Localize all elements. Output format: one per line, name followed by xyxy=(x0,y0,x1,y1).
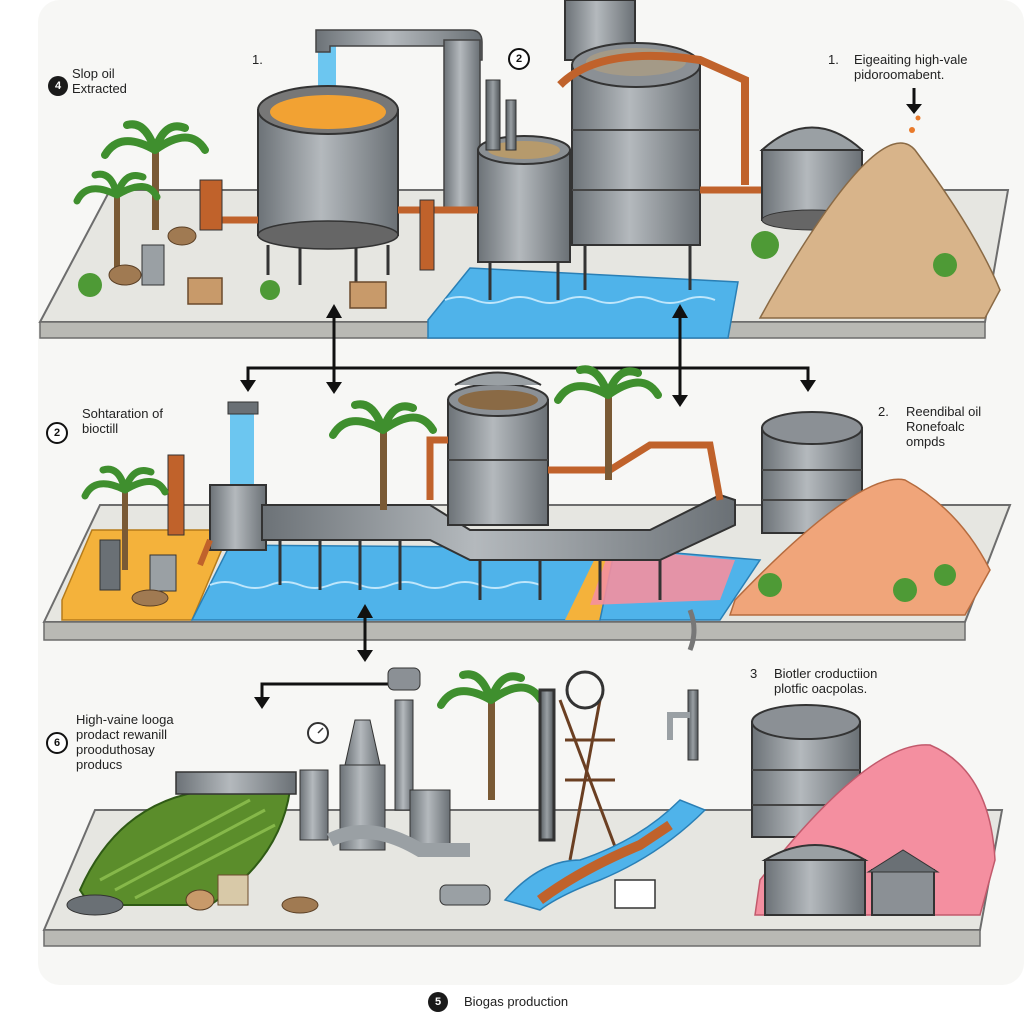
label-line: prodact rewanill xyxy=(76,727,168,742)
label-line: Reendibal oil xyxy=(906,404,982,419)
step-badge: 4 xyxy=(48,76,68,96)
flow-arrows-middle xyxy=(254,604,390,709)
footer-label: Biogas production xyxy=(464,994,569,1009)
step-number: 1. xyxy=(828,52,839,67)
bottom-left-label: High-vaine looga prodact rewanill proodu… xyxy=(76,712,174,772)
label-line: plotfic oacpolas. xyxy=(774,681,868,696)
tank-icon xyxy=(447,371,549,526)
label-line: Biotler croductiion xyxy=(774,666,878,681)
label-line: pidoroomabent. xyxy=(854,67,945,82)
middle-right-label: Reendibal oil Ronefoalc ompds xyxy=(906,404,981,449)
palm-tree-icon xyxy=(329,400,437,510)
step-badge: 6 xyxy=(46,732,68,754)
label-line: ompds xyxy=(906,434,946,449)
salmon-pile xyxy=(728,478,991,616)
bottom-water xyxy=(503,799,707,911)
label-line: Eigeaiting high-vale xyxy=(854,52,968,67)
bottom-panel xyxy=(42,609,1004,947)
label-line: Slop oil xyxy=(72,66,115,81)
tank-icon xyxy=(761,844,869,916)
step-number: 1. xyxy=(252,52,263,67)
water-pour-middle xyxy=(230,410,254,490)
arrow-left-icon xyxy=(260,682,390,700)
tank-icon xyxy=(759,126,865,231)
pipe-icon xyxy=(175,771,297,795)
pink-slurry xyxy=(590,548,735,605)
tank-icon xyxy=(257,85,399,285)
label-line: producs xyxy=(76,757,123,772)
palm-tree-icon xyxy=(81,465,169,570)
palm-tree-icon xyxy=(73,170,161,270)
top-panel xyxy=(38,0,1010,339)
top-left-label: Slop oil Extracted xyxy=(72,66,127,96)
step-number: 2. xyxy=(878,404,889,419)
label-line: Extracted xyxy=(72,81,127,96)
vertical-pipe xyxy=(443,39,481,211)
palm-tree-icon xyxy=(554,365,662,480)
step-badge: 2 xyxy=(508,48,530,70)
top-water xyxy=(427,267,739,339)
label-line: bioctill xyxy=(82,421,119,436)
top-right-label: Eigeaiting high-vale pidoroomabent. xyxy=(854,52,967,82)
palm-tree-icon xyxy=(437,670,545,800)
flow-arrows-top xyxy=(240,304,816,407)
label-line: Ronefoalc xyxy=(906,419,965,434)
pipe-icon xyxy=(557,51,749,185)
tank-icon xyxy=(477,79,571,300)
middle-panel xyxy=(42,365,1012,641)
overhead-pipe xyxy=(315,29,483,61)
label-line: prooduthosay xyxy=(76,742,155,757)
step-number: 3 xyxy=(750,666,758,681)
bottom-right-label: Biotler croductiion plotfic oacpolas. xyxy=(774,666,877,696)
step-badge: 5 xyxy=(428,992,448,1012)
step-badge: 2 xyxy=(46,422,68,444)
label-line: Sohtaration of xyxy=(82,406,163,421)
middle-left-label: Sohtaration of bioctill xyxy=(82,406,163,436)
lattice-tower xyxy=(538,670,622,861)
label-line: High-vaine looga xyxy=(76,712,174,727)
